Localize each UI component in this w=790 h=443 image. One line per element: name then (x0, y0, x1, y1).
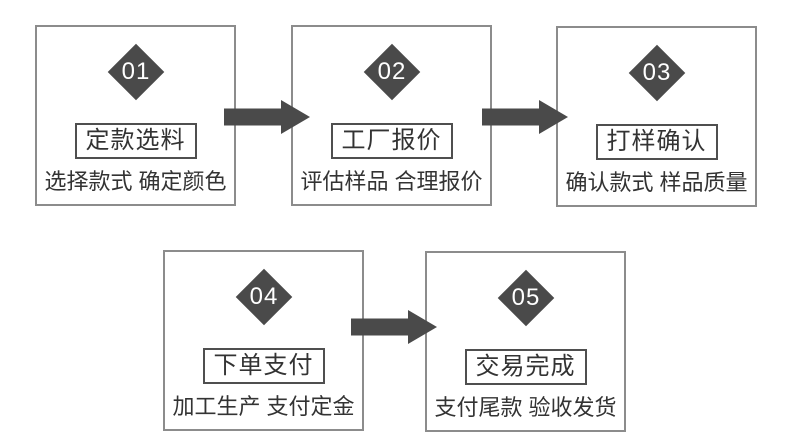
diamond-badge-icon: 04 (235, 268, 292, 326)
step-title: 交易完成 (464, 349, 587, 385)
step-title: 工厂报价 (330, 123, 453, 159)
step-subtitle: 评估样品 合理报价 (300, 169, 483, 194)
step-number: 05 (511, 284, 540, 311)
step-subtitle: 加工生产 支付定金 (172, 394, 355, 419)
step-number: 03 (642, 59, 671, 86)
step-title: 下单支付 (202, 348, 325, 384)
step-number: 04 (249, 283, 278, 310)
step-subtitle: 支付尾款 验收发货 (434, 395, 617, 420)
step-box-4: 04 下单支付 加工生产 支付定金 (163, 250, 364, 431)
arrow-right-icon (224, 99, 310, 135)
step-title: 打样确认 (595, 124, 718, 160)
arrow-right-icon (482, 99, 568, 135)
diamond-badge-icon: 01 (107, 43, 164, 101)
step-box-3: 03 打样确认 确认款式 样品质量 (556, 26, 757, 207)
diamond-badge-icon: 02 (363, 43, 420, 101)
diamond-badge-icon: 03 (628, 44, 685, 102)
step-subtitle: 选择款式 确定颜色 (44, 169, 227, 194)
diamond-badge-icon: 05 (497, 269, 554, 327)
step-title: 定款选料 (74, 123, 197, 159)
arrow-right-icon (351, 309, 437, 345)
step-box-2: 02 工厂报价 评估样品 合理报价 (291, 25, 492, 206)
step-subtitle: 确认款式 样品质量 (565, 170, 748, 195)
step-number: 02 (377, 58, 406, 85)
step-number: 01 (121, 58, 150, 85)
step-box-5: 05 交易完成 支付尾款 验收发货 (425, 251, 626, 432)
step-box-1: 01 定款选料 选择款式 确定颜色 (35, 25, 236, 206)
